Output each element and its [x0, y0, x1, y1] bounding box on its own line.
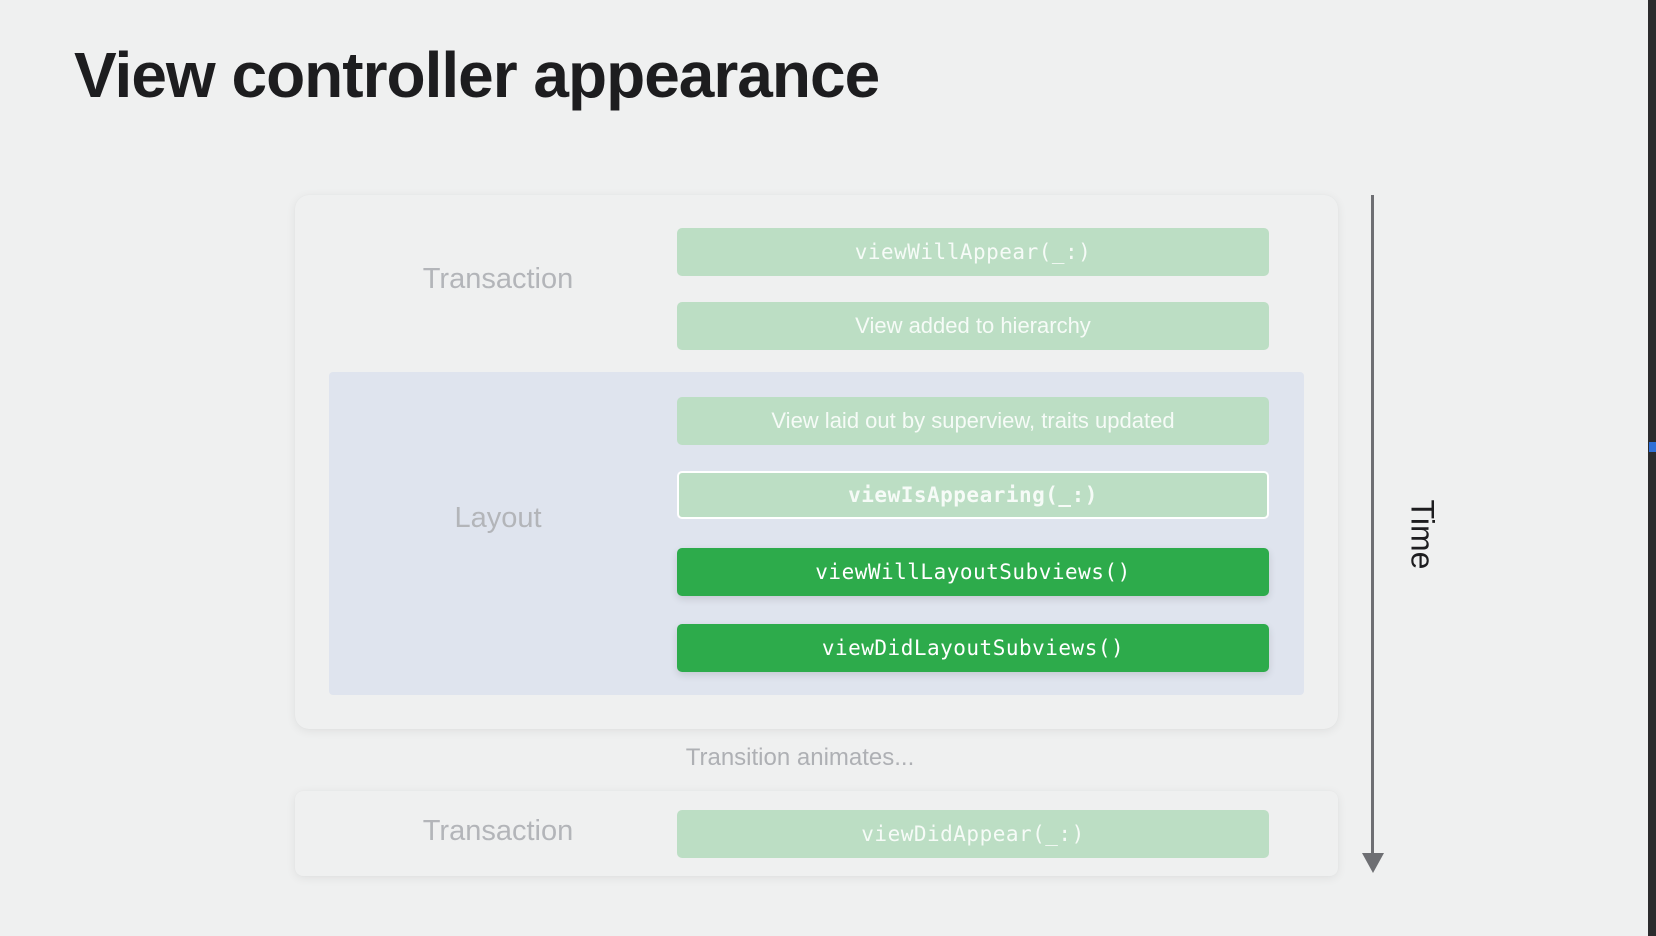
time-axis-line [1371, 195, 1374, 857]
transaction-label-bottom: Transaction [422, 815, 574, 847]
window-edge-scrollbar [1648, 0, 1656, 936]
step-view-laid-out: View laid out by superview, traits updat… [677, 397, 1269, 445]
step-view-is-appearing: viewIsAppearing(_:) [677, 471, 1269, 519]
step-view-will-appear: viewWillAppear(_:) [677, 228, 1269, 276]
layout-label: Layout [454, 502, 542, 534]
transaction-label: Transaction [422, 263, 574, 295]
step-view-will-layout-subviews: viewWillLayoutSubviews() [677, 548, 1269, 596]
transition-note: Transition animates... [685, 744, 915, 771]
arrow-down-icon [1362, 853, 1384, 873]
page-title: View controller appearance [74, 39, 880, 111]
step-view-did-layout-subviews: viewDidLayoutSubviews() [677, 624, 1269, 672]
time-axis-label: Time [1404, 499, 1441, 570]
step-view-added-to-hierarchy: View added to hierarchy [677, 302, 1269, 350]
scroll-indicator [1649, 442, 1656, 452]
step-view-did-appear: viewDidAppear(_:) [677, 810, 1269, 858]
